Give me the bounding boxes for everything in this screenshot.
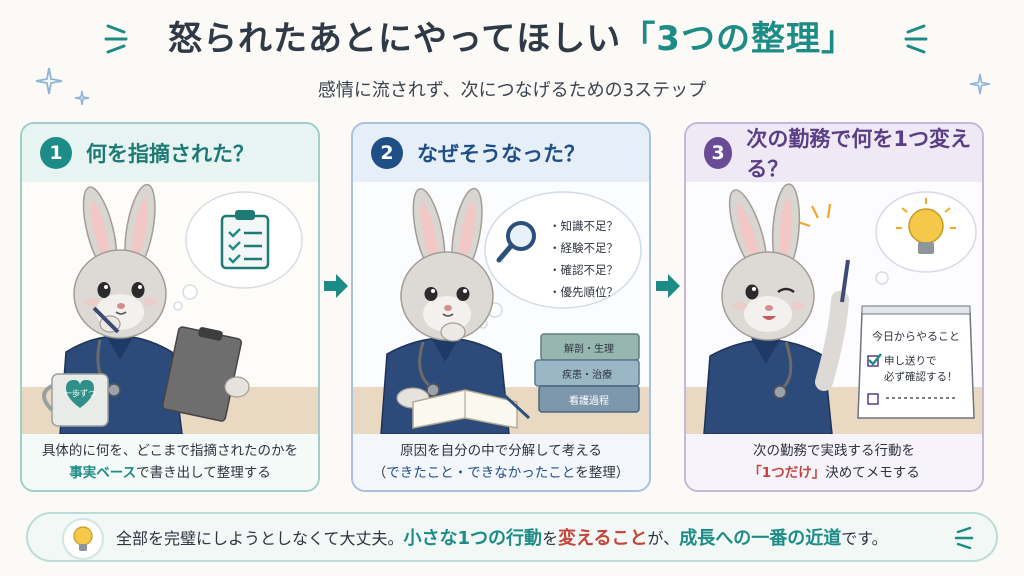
step-1-number: 1 xyxy=(40,137,72,169)
bottom-text-4: です。 xyxy=(841,529,888,548)
step-3-desc-line1: 次の勤務で実践する行動を xyxy=(753,443,915,459)
rabbit-nurse-thinking xyxy=(380,187,510,434)
clipboard-checklist-icon xyxy=(220,210,270,270)
calendar-item-line1: 申し送りで xyxy=(884,354,937,367)
cause-knowledge: ・知識不足？ xyxy=(549,219,618,233)
bottom-message: 全部を完璧にしようとしなくて大丈夫。小さな1つの行動を変えることが、成長への一番… xyxy=(116,524,888,550)
desk-calendar xyxy=(857,305,975,419)
step-2-desc-open: （ xyxy=(372,465,387,481)
cause-priority: ・優先順位？ xyxy=(549,285,618,299)
cause-experience: ・経験不足？ xyxy=(549,241,618,255)
book-anatomy: 解剖・生理 xyxy=(564,342,614,355)
sparkle-icon xyxy=(35,67,63,95)
step-3-illustration: 今日からやること 申し送りで 必ず確認する！ xyxy=(686,182,982,434)
calendar-title: 今日からやること xyxy=(872,329,960,343)
lightbulb-icon xyxy=(896,198,956,254)
page-subtitle: 感情に流されず、次につなげるための3ステップ xyxy=(317,80,707,101)
step-1-desc-line1: 具体的に何を、どこまで指摘されたのかを xyxy=(41,443,299,459)
step-card-1: 1 何を指摘された？ xyxy=(20,122,320,492)
title-main: 怒られたあとにやってほしい xyxy=(168,19,622,59)
bottom-emphasis-1: 小さな1つの行動 xyxy=(403,528,543,549)
step-3-header: 3 次の勤務で何を1つ変える？ xyxy=(686,124,982,182)
bottom-message-bar: 全部を完璧にしようとしなくて大丈夫。小さな1つの行動を変えることが、成長への一番… xyxy=(26,512,998,562)
bottom-text-1: 全部を完璧にしようとしなくて大丈夫。 xyxy=(116,529,404,548)
step-1-description: 具体的に何を、どこまで指摘されたのかを 事実ベースで書き出して整理する xyxy=(22,434,318,490)
mug-text: 一歩ずつ xyxy=(64,388,96,398)
step-card-3: 3 次の勤務で何を1つ変える？ xyxy=(684,122,984,492)
arrow-right-icon xyxy=(324,274,348,298)
title-highlight: 「3つの整理」 xyxy=(621,19,856,59)
bottom-text-3: が、 xyxy=(647,529,680,548)
book-disease: 疾患・治療 xyxy=(562,368,612,381)
step-2-desc-line2: を整理） xyxy=(575,465,630,481)
step-1-desc-line2: で書き出して整理する xyxy=(136,465,271,481)
step-3-heading: 次の勤務で何を1つ変える？ xyxy=(746,127,971,181)
step-2-number: 2 xyxy=(371,137,403,169)
bottom-right-dash-icon xyxy=(954,526,974,550)
page-title: 怒られたあとにやってほしい「3つの整理」 xyxy=(0,14,1024,64)
sparkle-small-icon xyxy=(74,90,90,106)
step-2-heading: なぜそうなった？ xyxy=(417,142,585,166)
step-3-number: 3 xyxy=(704,137,733,169)
cause-check: ・確認不足？ xyxy=(549,263,618,277)
step-2-description: 原因を自分の中で分解して考える （できたこと・できなかったことを整理） xyxy=(353,434,649,490)
step-3-desc-line2: 決めてメモする xyxy=(825,465,920,481)
step-1-heading: 何を指摘された？ xyxy=(86,142,254,166)
rabbit-nurse-winking xyxy=(703,183,850,434)
book-nursing-process: 看護過程 xyxy=(569,394,609,407)
bottom-bulb-badge xyxy=(62,518,104,560)
step-1-desc-emphasis: 事実ベース xyxy=(69,465,137,481)
step-3-description: 次の勤務で実践する行動を 「1つだけ」決めてメモする xyxy=(686,434,982,490)
step-2-desc-emphasis: できたこと・できなかったこと xyxy=(386,465,576,481)
title-right-dash-icon xyxy=(904,24,928,54)
mug-icon xyxy=(42,373,109,427)
step-2-desc-line1: 原因を自分の中で分解して考える xyxy=(400,443,602,459)
bottom-emphasis-3: 成長への一番の近道 xyxy=(679,528,842,549)
step-2-illustration: ・知識不足？ ・経験不足？ ・確認不足？ ・優先順位？ xyxy=(353,182,649,434)
clipboard-in-hand xyxy=(161,326,250,422)
step-2-header: 2 なぜそうなった？ xyxy=(353,124,649,182)
open-notebook xyxy=(412,389,531,429)
step-3-desc-emphasis: 「1つだけ」 xyxy=(748,465,826,481)
magnifier-icon xyxy=(496,221,536,263)
step-1-header: 1 何を指摘された？ xyxy=(22,124,318,182)
sparkle-right-icon xyxy=(969,73,991,95)
bottom-emphasis-2: 変えること xyxy=(558,528,648,549)
lightbulb-icon xyxy=(73,526,93,551)
textbook-stack xyxy=(534,333,640,413)
bottom-text-2: を xyxy=(542,529,559,548)
step-card-2: 2 なぜそうなった？ ・知識不足？ ・経験不足？ ・確認不足？ ・優先順位？ xyxy=(351,122,651,492)
title-left-dash-icon xyxy=(104,24,128,54)
calendar-item-line2: 必ず確認する！ xyxy=(884,370,958,383)
step-1-illustration: 一歩ずつ xyxy=(22,182,318,434)
arrow-right-icon xyxy=(656,274,680,298)
